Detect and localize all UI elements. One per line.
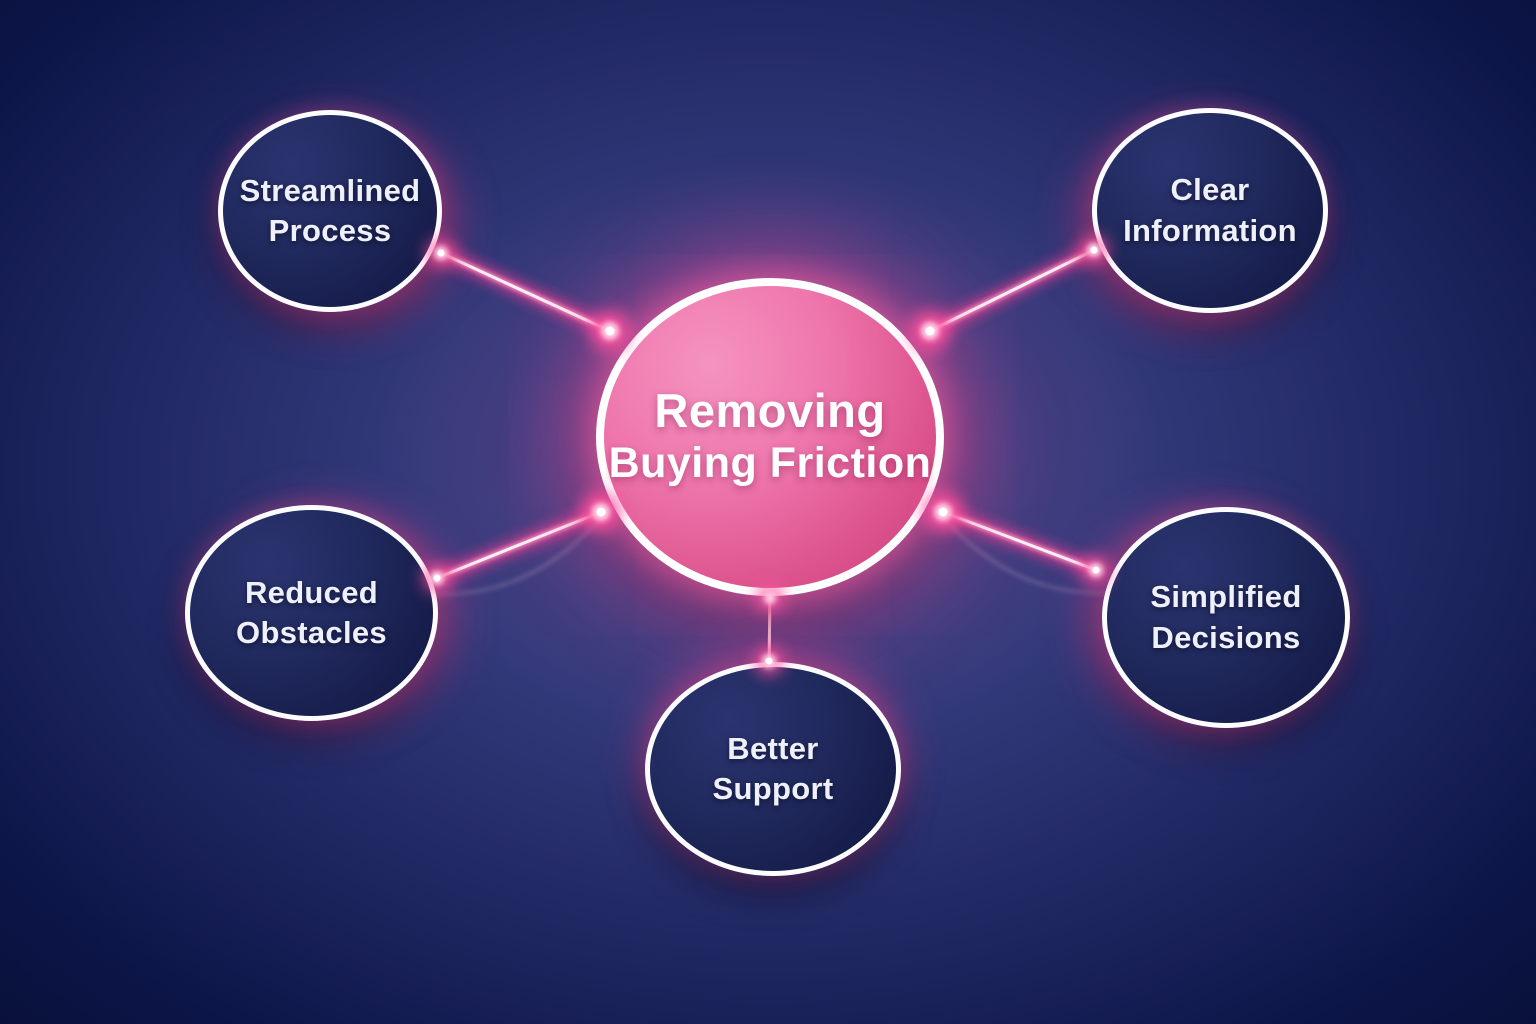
glow-dot (910, 311, 950, 351)
node-simplified-decisions: Simplified Decisions (1102, 507, 1350, 728)
glow-dot (590, 311, 630, 351)
glow-dot (1082, 556, 1110, 584)
connector-reduced-to-center (404, 506, 604, 596)
center-node-title-line2: Buying Friction (608, 439, 932, 488)
node-label: Streamlined Process (239, 172, 421, 248)
node-clear-information: Clear Information (1092, 108, 1328, 313)
node-better-support: Better Support (645, 662, 901, 876)
connector-streamlined-to-center (438, 247, 613, 337)
node-label: Clear Information (1123, 172, 1297, 248)
node-reduced-obstacles: Reduced Obstacles (185, 505, 438, 721)
center-node-title-line1: Removing (654, 384, 886, 438)
node-label: Better Support (712, 730, 834, 806)
node-streamlined-process: Streamlined Process (218, 110, 442, 312)
center-node-removing-buying-friction: Removing Buying Friction (596, 278, 944, 596)
connector-clear-to-center (927, 244, 1097, 337)
connector-better-to-center (763, 597, 776, 664)
node-label: Simplified Decisions (1150, 579, 1302, 655)
node-label: Reduced Obstacles (236, 574, 387, 650)
